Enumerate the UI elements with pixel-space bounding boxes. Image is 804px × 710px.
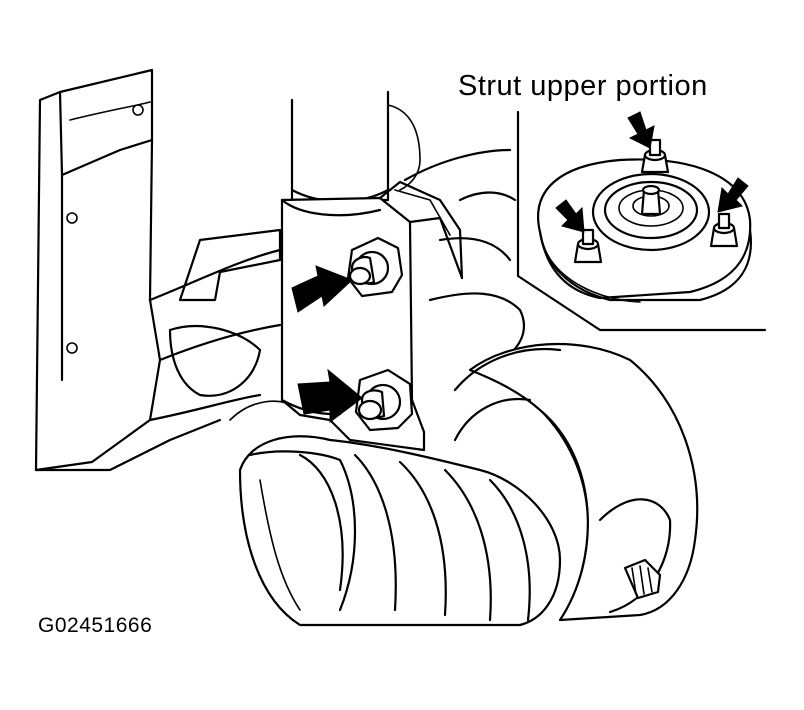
arrow-top-nut-icon: [627, 111, 655, 149]
strut-top-mount: [537, 158, 752, 303]
brake-rotor: [453, 342, 699, 622]
upper-bolt: [346, 236, 404, 298]
inset-title: Strut upper portion: [458, 70, 708, 102]
arrow-upper-bolt-icon: [291, 265, 353, 313]
strut-tube: [290, 90, 421, 203]
inset-nut-top: [640, 138, 670, 174]
inset-frame: [516, 110, 767, 332]
arrow-left-nut-icon: [555, 199, 585, 233]
drive-shaft-boot: [238, 435, 562, 627]
arrow-right-nut-icon: [717, 177, 749, 213]
inset-nut-right: [709, 212, 739, 248]
arrow-lower-bolt-icon: [297, 368, 363, 423]
lower-bolt: [354, 368, 414, 432]
figure-id: G02451666: [38, 614, 153, 637]
inset-nut-left: [573, 228, 603, 264]
fender-panel: [34, 68, 282, 472]
